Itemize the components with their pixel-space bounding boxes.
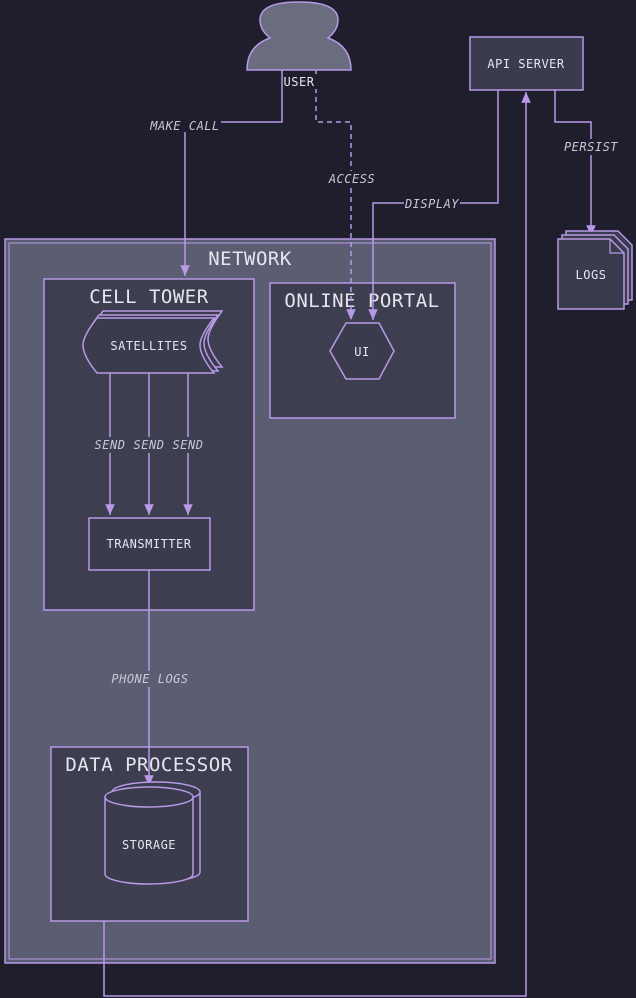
online-portal-group-label: ONLINE PORTAL — [284, 290, 439, 312]
ui-label: UI — [354, 345, 369, 359]
storage-cylinder-front-top — [104, 786, 194, 808]
cell-tower-group-label: CELL TOWER — [89, 286, 208, 308]
transmitter-node[interactable]: TRANSMITTER — [88, 517, 211, 571]
network-group-label: NETWORK — [208, 248, 292, 270]
api-server-node[interactable]: API SERVER — [469, 36, 584, 91]
logs-page-front — [557, 238, 625, 310]
edge-display-label: DISPLAY — [404, 197, 459, 211]
edge-phone-logs-label: PHONE LOGS — [111, 672, 188, 686]
edge-persist — [554, 90, 596, 236]
satellites-node[interactable]: SATELLITES — [82, 310, 224, 374]
logs-label: LOGS — [576, 268, 607, 282]
ui-hexagon — [329, 322, 395, 380]
edge-make-call — [180, 70, 283, 276]
logs-node[interactable]: LOGS — [557, 230, 633, 310]
edge-send-3-label: SEND — [173, 438, 204, 452]
edge-display-label-bg — [404, 196, 460, 212]
edge-send-2-label-bg — [133, 437, 165, 453]
edge-make-call-label: MAKE CALL — [149, 119, 220, 133]
edge-make-call-label-bg — [149, 116, 221, 132]
edge-send-1-label-bg — [94, 437, 126, 453]
edge-persist-label: PERSIST — [564, 140, 618, 154]
storage-node[interactable]: STORAGE — [104, 781, 201, 885]
edge-access-label-bg — [327, 171, 377, 187]
storage-cylinder-front-body — [104, 797, 194, 885]
edge-persist-label-bg — [563, 139, 619, 155]
user-icon — [246, 1, 352, 71]
storage-label: STORAGE — [122, 838, 176, 852]
edge-send-3-label-bg — [172, 437, 204, 453]
edge-send-2-label: SEND — [134, 438, 165, 452]
user-node[interactable]: USER — [246, 1, 352, 89]
user-label: USER — [284, 75, 315, 89]
edge-phone-logs-label-bg — [111, 671, 189, 687]
api-server-label: API SERVER — [487, 57, 565, 71]
user-label-bg — [283, 74, 317, 89]
ui-node[interactable]: UI — [329, 322, 395, 380]
transmitter-label: TRANSMITTER — [107, 537, 192, 551]
edge-processor-to-api — [103, 92, 531, 997]
satellites-label: SATELLITES — [110, 339, 187, 353]
satellites-shape-front — [82, 317, 216, 374]
edge-access-label: ACCESS — [328, 172, 375, 186]
logs-page-fold — [609, 239, 624, 254]
edge-send-1-label: SEND — [95, 438, 126, 452]
